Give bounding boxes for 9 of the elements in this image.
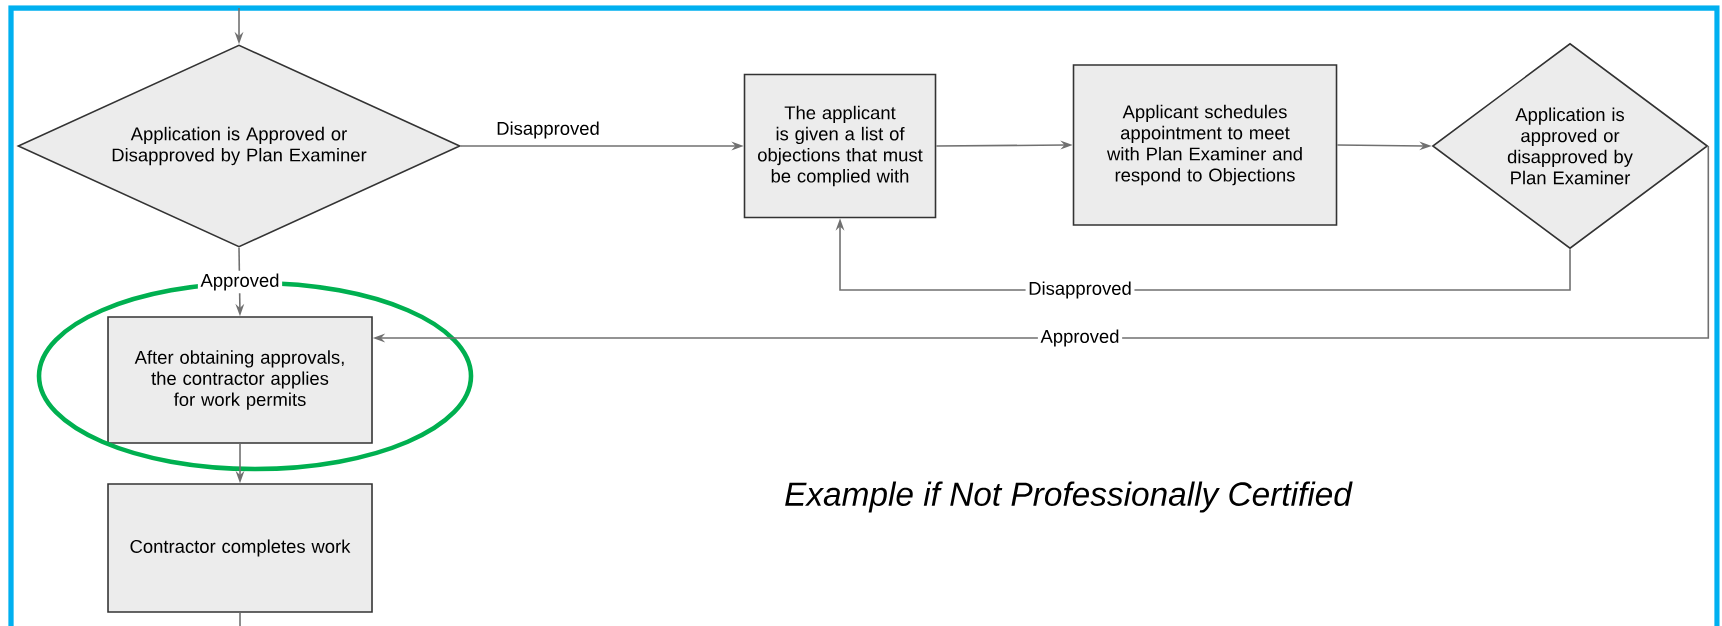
edge-label: Disapproved bbox=[493, 118, 603, 142]
process-box: Contractor completes work bbox=[107, 483, 373, 613]
edge-label: Approved bbox=[1037, 326, 1123, 350]
process-box: Applicant schedules appointment to meet with Plan Examiner and respond to Objections bbox=[1072, 64, 1338, 226]
note-text: Example if Not Professionally Certified bbox=[785, 481, 1353, 513]
process-box: The applicant is given a list of objections that must be complied with bbox=[743, 73, 937, 219]
edge-label: Disapproved bbox=[1025, 278, 1135, 302]
edge-label: Approved bbox=[197, 270, 283, 294]
process-box: After obtaining approvals, the contractor applies for work permits bbox=[107, 316, 373, 444]
